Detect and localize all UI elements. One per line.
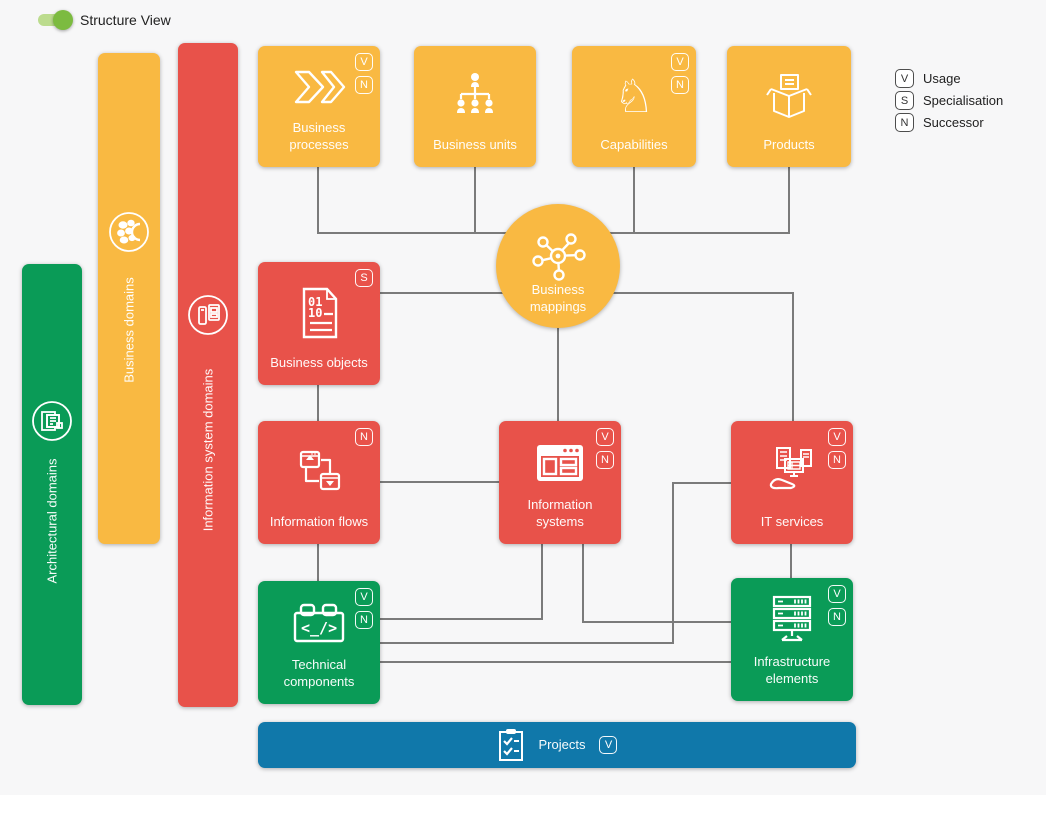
successor-badge: N xyxy=(596,451,614,469)
toggle-knob[interactable] xyxy=(53,10,73,30)
node-label: Capabilities xyxy=(600,137,668,153)
code-brick-icon: <_/> xyxy=(258,581,380,657)
node-it-services[interactable]: V N IT services xyxy=(731,421,853,544)
specialisation-badge: S xyxy=(355,269,373,287)
architecture-blocks-icon xyxy=(30,399,74,443)
double-chevron-icon xyxy=(258,46,380,120)
binary-document-icon: 01 10 xyxy=(258,262,380,355)
domain-bar-information-system[interactable]: Information system domains xyxy=(178,43,238,707)
domain-label-architectural: Architectural domains xyxy=(44,458,60,584)
domain-label-business: Business domains xyxy=(121,277,137,383)
cell-cluster-icon xyxy=(107,210,151,254)
svg-text:<_/>: <_/> xyxy=(301,619,337,637)
node-label: Business mappings xyxy=(529,282,587,314)
usage-badge: V xyxy=(671,53,689,71)
node-business-mappings[interactable]: Business mappings xyxy=(496,204,620,328)
domain-bar-architectural[interactable]: Architectural domains xyxy=(22,264,82,705)
usage-badge: V xyxy=(355,53,373,71)
node-information-flows[interactable]: N Information flows xyxy=(258,421,380,544)
node-infrastructure-elements[interactable]: V N Infrastructure elements xyxy=(731,578,853,701)
svg-text:10: 10 xyxy=(308,306,322,320)
hub-network-icon xyxy=(496,216,620,282)
successor-badge: N xyxy=(355,428,373,446)
successor-badge: N xyxy=(671,76,689,94)
org-chart-icon xyxy=(414,46,536,137)
node-information-systems[interactable]: V N Information systems xyxy=(499,421,621,544)
open-box-icon xyxy=(727,46,851,137)
svg-text:01: 01 xyxy=(308,295,322,309)
usage-badge: V xyxy=(895,69,914,88)
node-projects[interactable]: Projects V xyxy=(258,722,856,768)
legend-row-usage: V Usage xyxy=(895,69,1003,88)
legend-row-successor: N Successor xyxy=(895,113,1003,132)
usage-badge: V xyxy=(828,428,846,446)
legend: V Usage S Specialisation N Successor xyxy=(895,69,1003,132)
server-rack-icon xyxy=(731,578,853,654)
service-hand-icon xyxy=(731,421,853,514)
node-technical-components[interactable]: V N <_/> Technical components xyxy=(258,581,380,704)
successor-badge: N xyxy=(828,608,846,626)
clipboard-checklist-icon xyxy=(497,728,525,762)
successor-label: Successor xyxy=(923,115,984,130)
node-label: Infrastructure elements xyxy=(753,654,831,687)
node-label: Information flows xyxy=(269,514,369,530)
successor-badge: N xyxy=(355,76,373,94)
usage-badge: V xyxy=(828,585,846,603)
successor-badge: N xyxy=(828,451,846,469)
node-capabilities[interactable]: V N ♘ Capabilities xyxy=(572,46,696,167)
node-business-units[interactable]: Business units xyxy=(414,46,536,167)
chess-knight-icon: ♘ xyxy=(613,68,655,123)
usage-badge: V xyxy=(596,428,614,446)
domain-bar-business[interactable]: Business domains xyxy=(98,53,160,544)
footer-strip xyxy=(0,795,1046,824)
usage-label: Usage xyxy=(923,71,961,86)
structure-view-toggle[interactable] xyxy=(38,10,73,30)
successor-badge: N xyxy=(355,611,373,629)
structure-view-label: Structure View xyxy=(80,12,171,28)
browser-layout-icon xyxy=(499,421,621,497)
node-label: Business objects xyxy=(270,355,368,371)
specialisation-badge: S xyxy=(895,91,914,110)
devices-icon xyxy=(186,293,230,337)
node-business-processes[interactable]: V N Business processes xyxy=(258,46,380,167)
node-business-objects[interactable]: S 01 10 Business objects xyxy=(258,262,380,385)
structure-view-canvas: Structure View V Usage S Specialisation … xyxy=(22,10,1004,768)
node-label: Projects xyxy=(538,736,586,752)
usage-badge: V xyxy=(355,588,373,606)
node-label: Technical components xyxy=(283,657,355,690)
node-label: Business processes xyxy=(289,120,349,153)
node-label: Information systems xyxy=(527,497,593,530)
legend-row-specialisation: S Specialisation xyxy=(895,91,1003,110)
successor-badge: N xyxy=(895,113,914,132)
domain-label-information-system: Information system domains xyxy=(200,368,216,532)
window-flow-icon xyxy=(258,421,380,514)
node-label: Business units xyxy=(433,137,517,153)
node-label: IT services xyxy=(760,514,824,530)
node-products[interactable]: Products xyxy=(727,46,851,167)
node-label: Products xyxy=(763,137,815,153)
usage-badge: V xyxy=(599,736,618,754)
specialisation-label: Specialisation xyxy=(923,93,1004,108)
